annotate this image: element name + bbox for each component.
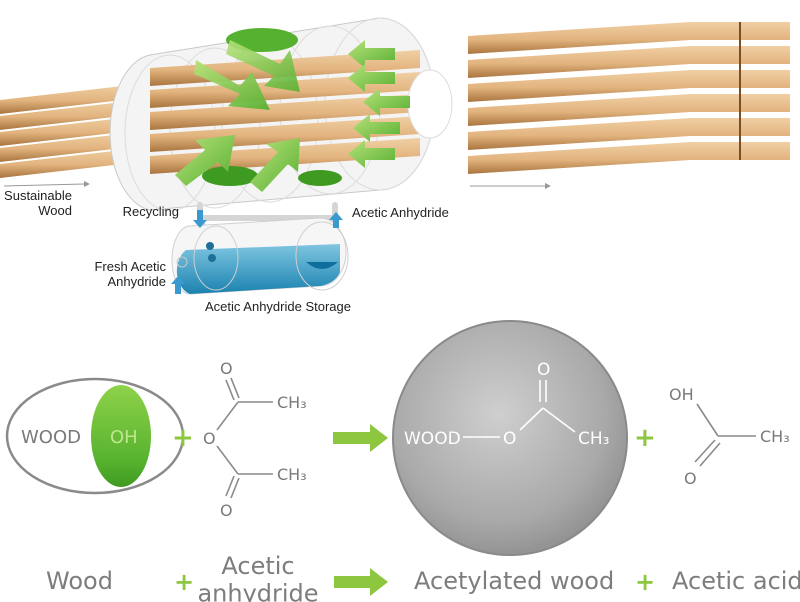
caption-acetic-acid: Acetic acid [672,567,800,595]
storage-tank [171,217,349,295]
label-storage: Acetic Anhydride Storage [205,299,351,314]
acetylated-wood-structure: WOOD O O CH₃ [392,320,628,556]
plus-3: + [174,568,194,596]
acetic-anhydride-structure: O O O CH₃ CH₃ [203,359,307,520]
plus-4: + [635,568,655,596]
anhydride-ch3-top: CH₃ [277,393,307,412]
anhydride-o-mid: O [203,429,216,448]
product-ch3: CH₃ [578,429,609,449]
product-wood-label: WOOD [404,429,461,449]
right-arrow-head [545,183,551,189]
left-arrow-head [84,181,90,187]
product-o-bridge: O [503,429,516,449]
wood-molecule: WOOD OH [5,377,185,495]
right-plank-stack [468,22,790,174]
plus-1: + [172,423,194,453]
caption-acetylated-wood: Acetylated wood [414,567,614,595]
reaction-arrow-1 [333,424,388,452]
acid-oh: OH [669,385,694,404]
left-arrow-line [3,183,85,187]
oh-label: OH [110,427,138,448]
flow-arrows [171,210,343,294]
caption-wood: Wood [46,567,113,595]
label-recycling: Recycling [123,204,179,219]
wood-label: WOOD [21,427,81,448]
acid-o: O [684,469,697,488]
anhydride-o-top: O [220,359,233,378]
label-acetic-anhydride: Acetic Anhydride [352,205,449,220]
anhydride-ch3-bottom: CH₃ [277,465,307,484]
product-o-top: O [537,360,550,380]
acid-ch3: CH₃ [760,427,790,446]
anhydride-o-bottom: O [220,501,233,520]
plus-2: + [634,423,656,453]
acetic-acid-structure: OH O CH₃ [669,385,790,488]
left-plank-stack [0,84,140,178]
reaction-arrow-2 [334,568,388,596]
reactor-cylinder [109,17,453,212]
